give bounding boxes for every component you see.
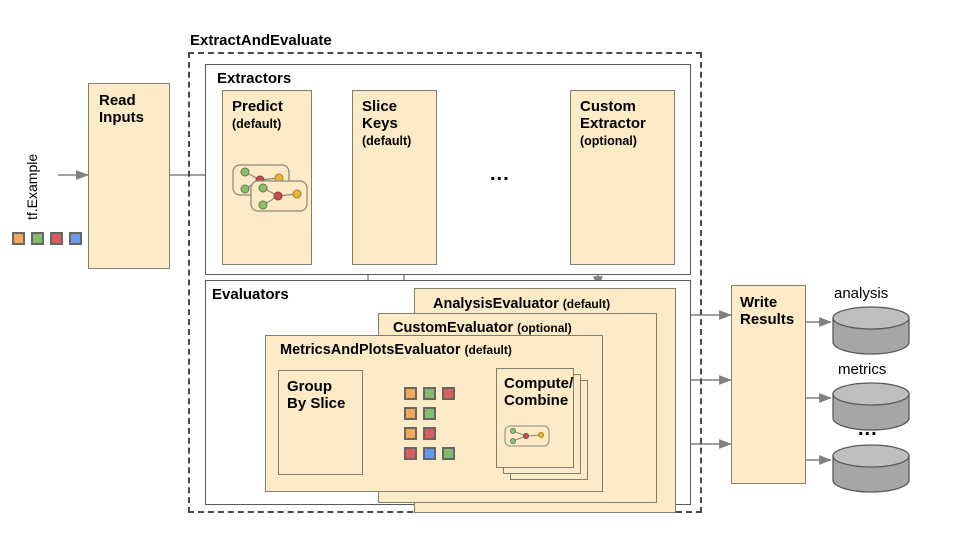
output-analysis-label: analysis xyxy=(834,285,889,302)
extractor-slice-keys-line1: Slice xyxy=(362,98,398,115)
group-by-slice-line1: Group xyxy=(287,378,332,395)
slice-swatch xyxy=(442,447,455,460)
evaluator-custom-title: CustomEvaluator xyxy=(393,320,514,336)
compute-combine-box[interactable]: Compute/ Combine xyxy=(496,368,574,468)
swatch-blue xyxy=(69,232,82,245)
evaluators-label: Evaluators xyxy=(212,286,289,303)
evaluator-custom-header: CustomEvaluator (optional) xyxy=(379,314,656,336)
output-metrics-cylinder xyxy=(832,382,910,431)
extractor-predict-sub: (default) xyxy=(232,116,282,131)
compute-combine-line2: Combine xyxy=(504,391,569,409)
extractor-slice-keys-sub: (default) xyxy=(362,133,412,148)
input-swatches xyxy=(12,232,82,248)
slice-swatch xyxy=(404,427,417,440)
extractors-label: Extractors xyxy=(217,70,292,87)
extractor-predict-title: Predict xyxy=(232,98,283,115)
slice-swatch xyxy=(404,387,417,400)
extractor-custom-sub: (optional) xyxy=(580,133,637,148)
slice-swatch xyxy=(423,407,436,420)
slice-swatch xyxy=(423,387,436,400)
evaluator-analysis-header: AnalysisEvaluator (default) xyxy=(415,289,675,312)
read-inputs-line2: Inputs xyxy=(99,108,144,126)
input-label: tf.Example xyxy=(24,153,40,220)
extractor-predict[interactable]: Predict (default) xyxy=(222,90,312,265)
compute-combine-line1: Compute/ xyxy=(504,375,574,392)
evaluator-analysis-sub: (default) xyxy=(562,297,611,311)
extractor-slice-keys[interactable]: Slice Keys (default) xyxy=(352,90,437,265)
swatch-red xyxy=(50,232,63,245)
extractors-ellipsis: ... xyxy=(490,163,510,185)
evaluator-metrics-header: MetricsAndPlotsEvaluator (default) xyxy=(266,336,602,358)
graph-icon-small xyxy=(504,425,550,447)
write-results-box[interactable]: Write Results xyxy=(731,285,806,484)
graph-icon xyxy=(232,164,308,212)
write-results-line2: Results xyxy=(740,310,795,328)
extractor-custom-line1: Custom xyxy=(580,98,636,115)
extractor-custom[interactable]: Custom Extractor (optional) xyxy=(570,90,675,265)
output-analysis-cylinder xyxy=(832,306,910,355)
slice-swatch-grid xyxy=(404,387,464,467)
extractor-custom-line2: Extractor xyxy=(580,114,646,132)
slice-swatch xyxy=(442,387,455,400)
read-inputs-box[interactable]: Read Inputs xyxy=(88,83,170,269)
read-inputs-line1: Read xyxy=(99,92,136,109)
evaluator-metrics-sub: (default) xyxy=(464,343,512,357)
swatch-green xyxy=(31,232,44,245)
swatch-orange xyxy=(12,232,25,245)
group-by-slice-box[interactable]: Group By Slice xyxy=(278,370,363,475)
output-more-label: ... xyxy=(858,418,878,440)
evaluator-analysis-title: AnalysisEvaluator xyxy=(433,296,559,312)
group-by-slice-line2: By Slice xyxy=(287,394,346,412)
evaluator-custom-sub: (optional) xyxy=(517,321,572,335)
output-metrics-label: metrics xyxy=(838,361,887,378)
evaluator-metrics-title: MetricsAndPlotsEvaluator xyxy=(280,342,461,358)
slice-swatch xyxy=(404,407,417,420)
write-results-line1: Write xyxy=(740,294,778,311)
output-more-cylinder xyxy=(832,444,910,493)
slice-swatch xyxy=(404,447,417,460)
slice-swatch xyxy=(423,427,436,440)
extract-and-evaluate-label: ExtractAndEvaluate xyxy=(190,32,332,49)
slice-swatch xyxy=(423,447,436,460)
extractor-slice-keys-line2: Keys xyxy=(362,114,398,132)
